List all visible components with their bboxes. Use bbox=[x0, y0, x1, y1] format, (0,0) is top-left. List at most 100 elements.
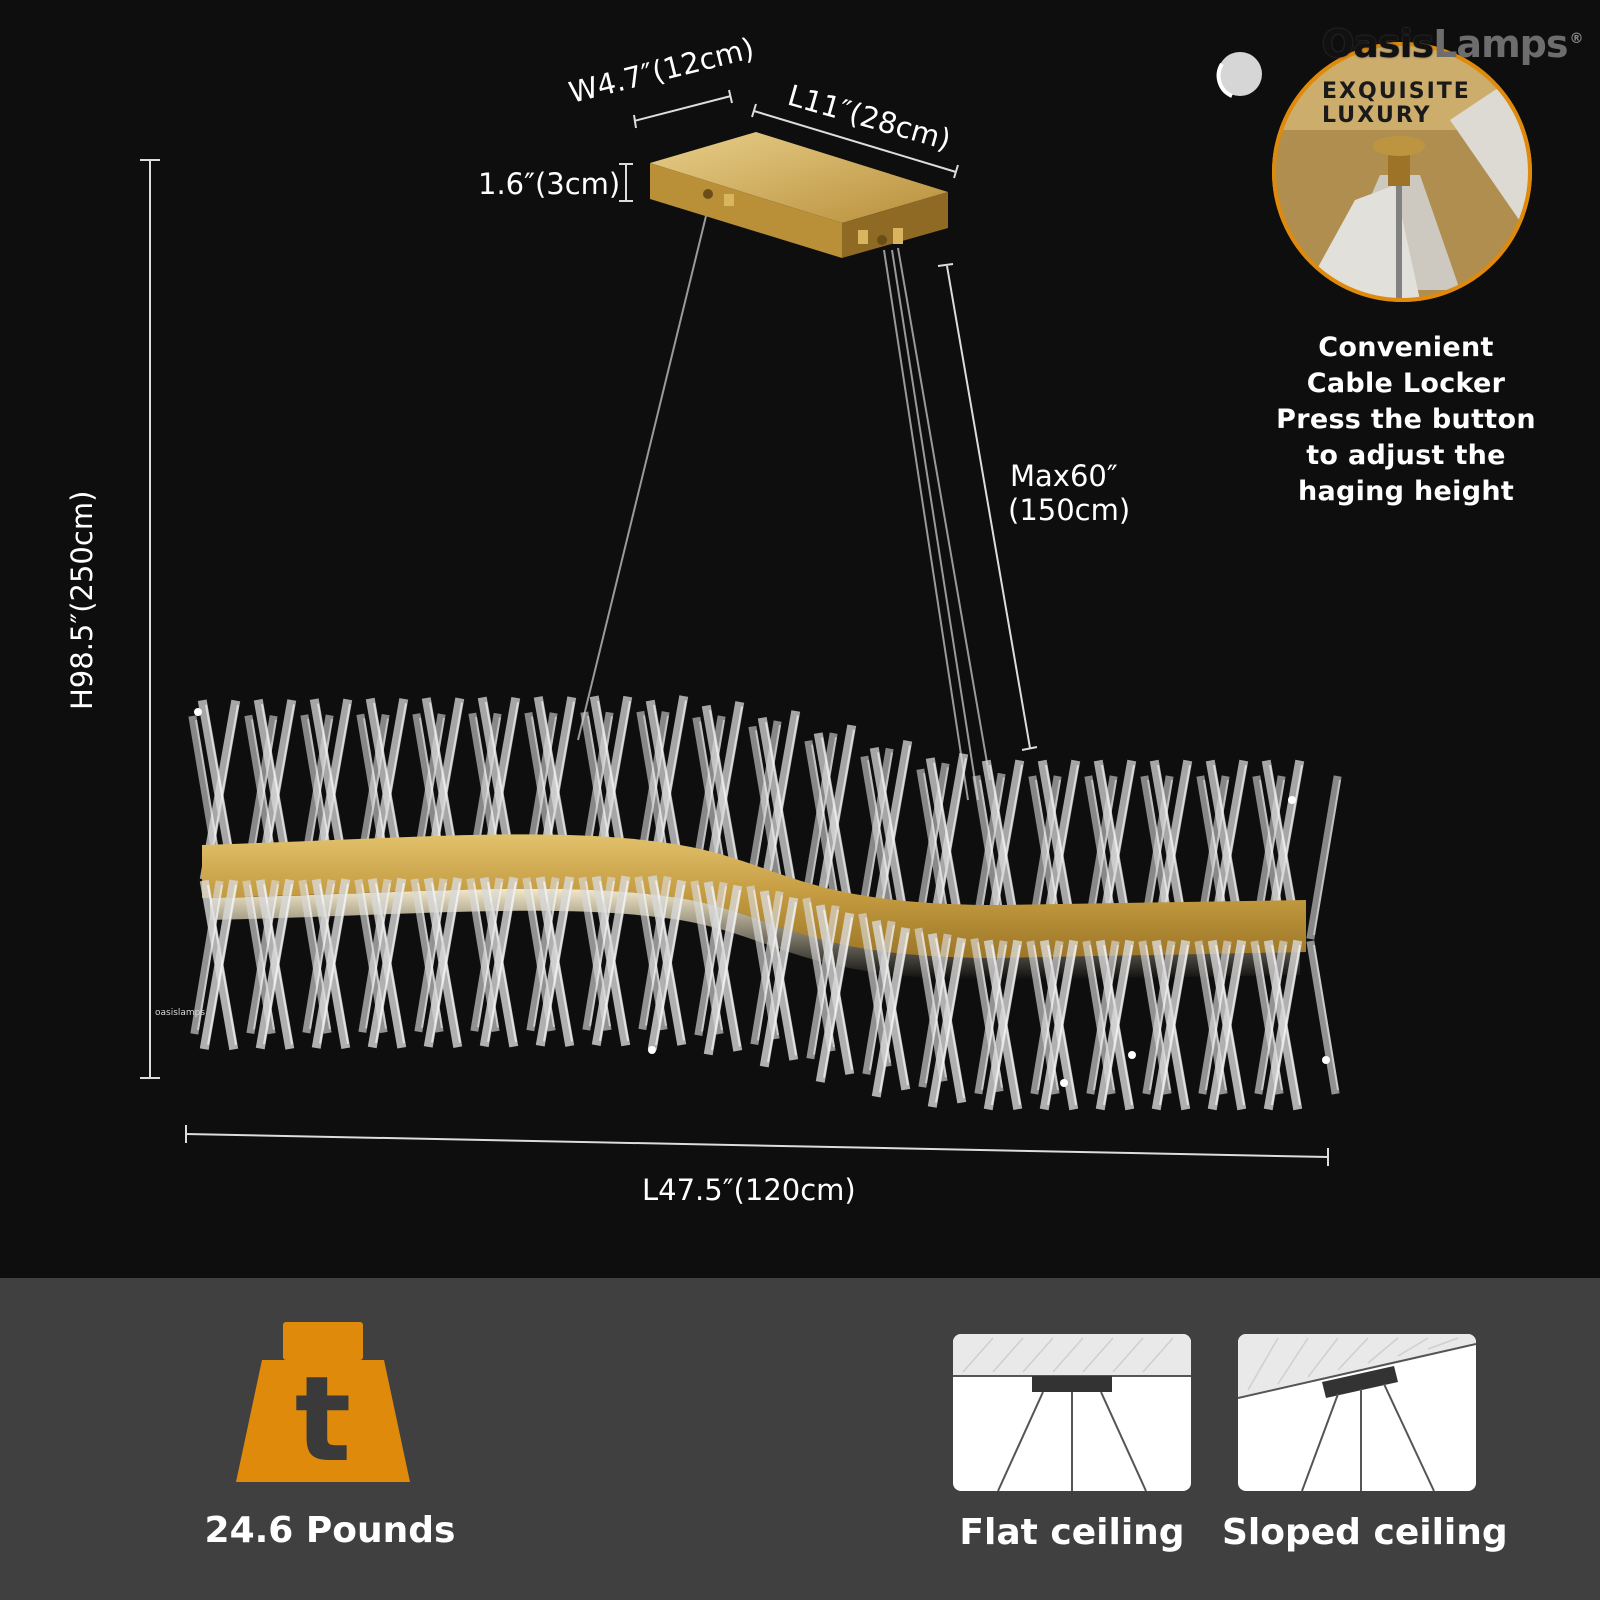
crystal-rod bbox=[748, 725, 784, 891]
crystal-rod bbox=[591, 875, 631, 1046]
crystal-rod bbox=[470, 877, 504, 1032]
crystal-rod bbox=[647, 879, 687, 1051]
canopy-width-label: W4.7″(12cm) bbox=[565, 31, 757, 110]
crystal-highlight bbox=[197, 884, 223, 1031]
crystal-rod bbox=[414, 878, 448, 1033]
crystal-highlight bbox=[431, 882, 461, 1043]
crystal-highlight bbox=[1313, 944, 1339, 1091]
ceiling-canopy bbox=[650, 132, 948, 258]
crystal-highlight bbox=[589, 880, 615, 1027]
crystal-rod bbox=[862, 920, 896, 1075]
registered-mark: ® bbox=[1569, 31, 1584, 48]
max-drop-dimension-line bbox=[937, 263, 1038, 751]
crystal-highlight bbox=[375, 882, 405, 1044]
crystal-rod bbox=[974, 940, 1008, 1095]
brand-name-part2: Lamps bbox=[1433, 22, 1568, 66]
crystal-highlight bbox=[1313, 779, 1341, 936]
sparkle bbox=[1288, 796, 1296, 804]
crystal-highlight bbox=[477, 882, 503, 1028]
crystal-highlight bbox=[319, 883, 349, 1044]
crystal-rod bbox=[925, 757, 967, 938]
cable-locker-badge: EXQUISITE LUXURY bbox=[1272, 42, 1532, 302]
crystal-rod bbox=[1030, 940, 1064, 1095]
crystal-highlight bbox=[709, 709, 741, 881]
crystal-highlight bbox=[543, 881, 573, 1042]
crystal-rod bbox=[1039, 939, 1079, 1111]
cable-locker-line: Press the button bbox=[1276, 404, 1536, 435]
crystal-rod bbox=[871, 927, 911, 1098]
crystal-highlight bbox=[711, 889, 741, 1051]
crystal-highlight bbox=[757, 895, 783, 1041]
crystal-highlight bbox=[1149, 944, 1175, 1091]
crystal-rod bbox=[246, 879, 280, 1035]
sloped-ceiling-label: Sloped ceiling bbox=[1222, 1512, 1508, 1553]
crystal-rod bbox=[750, 890, 784, 1046]
badge-line2: LUXURY bbox=[1322, 103, 1432, 128]
crystal-highlight bbox=[487, 881, 517, 1043]
crystal-highlight bbox=[755, 730, 783, 886]
crystal-rod bbox=[190, 880, 224, 1035]
crystal-rod bbox=[916, 768, 952, 933]
crystal-rods-lower bbox=[190, 708, 1340, 1111]
crystal-rod bbox=[815, 912, 855, 1083]
crystal-rods-upper bbox=[188, 695, 1342, 941]
crystal-rod bbox=[804, 740, 840, 905]
crystal-highlight bbox=[645, 880, 671, 1026]
crystal-rod bbox=[703, 884, 743, 1056]
sparkle bbox=[1060, 1079, 1068, 1087]
crystal-highlight bbox=[1261, 944, 1287, 1091]
crystal-rod bbox=[255, 878, 295, 1050]
crystal-highlight bbox=[933, 762, 965, 933]
suspension-cables bbox=[577, 215, 991, 801]
crystal-rod bbox=[367, 877, 407, 1049]
crystal-rod bbox=[1254, 940, 1288, 1095]
cable-locker-line: to adjust the bbox=[1306, 440, 1506, 471]
crystal-rod bbox=[423, 877, 463, 1048]
cable-locker-line: Convenient bbox=[1318, 332, 1494, 363]
crystal-rod bbox=[983, 939, 1023, 1111]
watermark-text: oasislamps bbox=[155, 1008, 206, 1018]
flat-ceiling-label: Flat ceiling bbox=[959, 1512, 1185, 1553]
weight-label: 24.6 Pounds bbox=[204, 1510, 456, 1551]
cable-locker-line: haging height bbox=[1297, 476, 1515, 507]
crystal-highlight bbox=[699, 721, 727, 877]
crystal-rod bbox=[918, 933, 952, 1088]
crystal-highlight bbox=[655, 884, 685, 1046]
length-dimension-line bbox=[185, 1125, 1329, 1166]
crystal-highlight bbox=[365, 883, 391, 1029]
crystal-highlight bbox=[821, 737, 853, 908]
sloped-ceiling-icon bbox=[1238, 1334, 1476, 1491]
crystal-highlight bbox=[1103, 944, 1133, 1106]
crystal-rod bbox=[582, 876, 616, 1031]
crystal-rod bbox=[1263, 939, 1303, 1111]
crystal-highlight bbox=[421, 882, 447, 1028]
flat-ceiling-card bbox=[953, 1334, 1191, 1491]
crystal-highlight bbox=[765, 721, 797, 893]
max-drop-label-line2: (150cm) bbox=[1008, 493, 1130, 527]
crystal-rod bbox=[813, 732, 855, 913]
crystal-highlight bbox=[207, 884, 237, 1045]
crystal-highlight bbox=[867, 760, 895, 916]
crystal-rod bbox=[1142, 940, 1176, 1095]
crystal-rod bbox=[1198, 940, 1232, 1095]
crystal-highlight bbox=[923, 773, 951, 929]
crystal-highlight bbox=[263, 883, 293, 1045]
crystal-rod bbox=[1095, 939, 1135, 1111]
crystal-highlight bbox=[935, 942, 965, 1103]
crystal-rod bbox=[759, 896, 799, 1068]
crystal-highlight bbox=[869, 925, 895, 1071]
canopy-width-dimension-line bbox=[633, 89, 733, 129]
crystal-rod bbox=[1086, 940, 1120, 1095]
crystal-highlight bbox=[533, 881, 559, 1027]
crystal-highlight bbox=[701, 886, 727, 1032]
crystal-rod bbox=[199, 879, 239, 1050]
crystal-highlight bbox=[823, 917, 853, 1078]
sparkle bbox=[1322, 1056, 1330, 1064]
brand-name-part1: Oasis bbox=[1322, 22, 1434, 66]
cable-locker-line: Cable Locker bbox=[1306, 368, 1506, 399]
crystal-highlight bbox=[981, 944, 1007, 1090]
sparkle bbox=[648, 1046, 656, 1054]
crystal-highlight bbox=[925, 938, 951, 1084]
brand-mark-icon bbox=[1216, 52, 1262, 98]
